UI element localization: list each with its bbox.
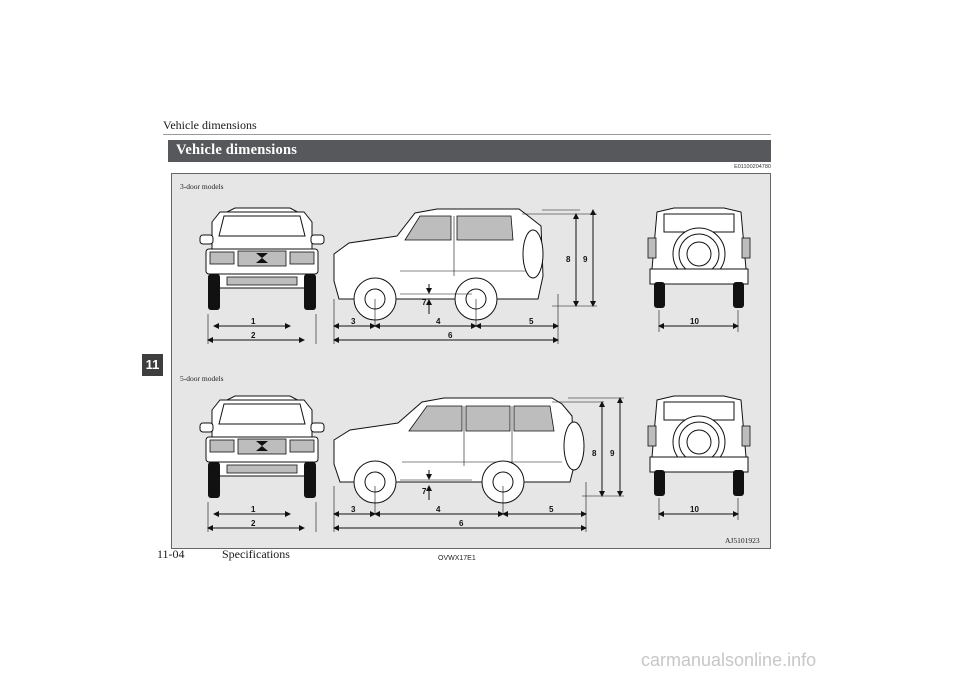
running-header: Vehicle dimensions <box>163 118 257 132</box>
dim-label-6-five-door: 6 <box>459 519 464 528</box>
dim-label-4: 4 <box>436 317 441 326</box>
section-title: Vehicle dimensions <box>176 142 298 158</box>
dim-label-2: 2 <box>251 331 256 340</box>
section-code: E01100204780 <box>734 164 771 170</box>
dim-label-5-five-door: 5 <box>549 505 554 514</box>
dim-label-1-five-door: 1 <box>251 505 256 514</box>
dim-label-9: 9 <box>583 255 588 264</box>
dim-label-6: 6 <box>448 331 453 340</box>
dim-label-4-five-door: 4 <box>436 505 441 514</box>
dim-label-3: 3 <box>351 317 356 326</box>
front-view-three-door <box>199 207 325 311</box>
dim-label-7: 7 <box>422 298 427 307</box>
dim-label-2-five-door: 2 <box>251 519 256 528</box>
side-view-five-door <box>333 397 585 504</box>
dim-label-8: 8 <box>566 255 571 264</box>
footer-page-number: 11-04 <box>157 547 185 561</box>
document-code: OVWX17E1 <box>438 555 476 562</box>
header-rule <box>163 134 771 135</box>
side-view-three-door <box>333 208 544 321</box>
rear-view-five-door <box>647 395 751 497</box>
dim-label-1: 1 <box>251 317 256 326</box>
footer-section-name: Specifications <box>222 547 290 561</box>
chapter-tab: 11 <box>142 354 163 376</box>
section-title-bar: Vehicle dimensions <box>168 140 771 162</box>
watermark: carmanualsonline.info <box>641 650 817 670</box>
dim-label-10-five-door: 10 <box>690 505 699 514</box>
dimensions-drawing: 3-door models 5-door models 1 2 3 4 5 6 … <box>180 182 760 545</box>
figure-code: AJ5101923 <box>725 536 760 545</box>
dim-label-8-five-door: 8 <box>592 449 597 458</box>
dim-label-10: 10 <box>690 317 699 326</box>
chapter-tab-number: 11 <box>145 357 160 372</box>
dim-label-3-five-door: 3 <box>351 505 356 514</box>
dim-label-7-five-door: 7 <box>422 487 427 496</box>
dim-label-5: 5 <box>529 317 534 326</box>
vehicle-dimensions-figure: 3-door models 5-door models 1 2 3 4 5 6 … <box>171 173 771 549</box>
dim-label-9-five-door: 9 <box>610 449 615 458</box>
rear-view-three-door <box>647 207 751 309</box>
front-view-five-door <box>199 395 325 499</box>
caption-three-door: 3-door models <box>180 182 224 191</box>
caption-five-door: 5-door models <box>180 374 224 383</box>
